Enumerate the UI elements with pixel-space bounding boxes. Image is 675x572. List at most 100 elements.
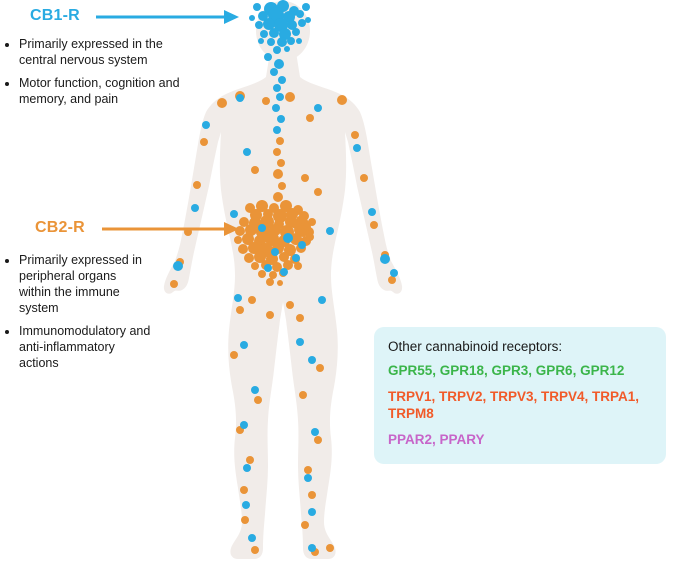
cb1-receptor-dot — [173, 261, 183, 271]
cb2-receptor-dot — [241, 516, 249, 524]
cb1-receptor-dot — [273, 126, 281, 134]
cb1-receptor-dot — [234, 294, 242, 302]
cb2-receptor-dot — [266, 311, 274, 319]
cb1-receptor-dot — [308, 544, 316, 552]
cb1-receptor-dot — [277, 37, 287, 47]
cb2-receptor-dot — [258, 270, 266, 278]
cb1-receptor-dot — [287, 37, 295, 45]
cb2-receptor-dot — [283, 260, 293, 270]
cb2-receptor-dot — [301, 174, 309, 182]
gpr-receptors-text: GPR55, GPR18, GPR3, GPR6, GPR12 — [388, 363, 625, 378]
cb1-receptor-dot — [240, 341, 248, 349]
cb2-receptor-dot — [251, 546, 259, 554]
cb2-receptor-dot — [254, 251, 266, 263]
cb2-receptor-dot — [265, 232, 279, 246]
cb2-receptor-dot — [285, 92, 295, 102]
cb1-receptor-dot — [311, 428, 319, 436]
cb2-receptor-dot — [273, 169, 283, 179]
cb2-receptor-dot — [286, 301, 294, 309]
cb1-receptor-dot — [298, 19, 306, 27]
cb1-receptor-dot — [269, 28, 279, 38]
cb1-receptor-dot — [277, 115, 285, 123]
cb1-receptor-dot — [270, 68, 278, 76]
cb1-receptor-dot — [263, 18, 275, 30]
cb2-receptor-dot — [251, 262, 259, 270]
cb1-receptor-dot — [258, 224, 266, 232]
cb2-receptor-dot — [200, 138, 208, 146]
cb2-arrowhead — [224, 222, 239, 236]
cb2-receptor-dot — [351, 131, 359, 139]
cb1-receptor-dot — [287, 20, 297, 30]
cb1-receptor-dot — [296, 338, 304, 346]
cb1-receptor-dot — [292, 28, 300, 36]
cb1-receptor-dot — [283, 233, 293, 243]
cb2-receptor-dot — [236, 306, 244, 314]
cb2-receptor-dot — [296, 314, 304, 322]
cb1-receptor-dot — [278, 76, 286, 84]
cb2-receptor-dot — [370, 221, 378, 229]
cb1-receptor-dot — [308, 508, 316, 516]
cb1-receptor-dot — [230, 210, 238, 218]
cb2-receptor-dot — [360, 174, 368, 182]
cb2-receptor-dot — [316, 364, 324, 372]
cb2-receptor-dot — [273, 192, 283, 202]
cb2-receptor-dot — [262, 97, 270, 105]
cb2-receptor-dot — [276, 137, 284, 145]
cb1-receptor-dot — [258, 11, 268, 21]
cb1-receptor-dot — [249, 15, 255, 21]
cb1-receptor-dot — [248, 534, 256, 542]
cb2-receptor-dot — [301, 521, 309, 529]
cb2-bullet-list: Primarily expressed in peripheral organs… — [4, 252, 151, 378]
cb2-receptor-dot — [251, 166, 259, 174]
cb2-receptor-dot — [314, 188, 322, 196]
cb2-receptor-dot — [256, 200, 268, 212]
cb2-bullet-2: Immunomodulatory and anti-inflammatory a… — [19, 323, 151, 371]
cb2-receptor-dot — [308, 491, 316, 499]
cb1-receptor-dot — [298, 241, 306, 249]
cb2-arrow — [102, 222, 239, 236]
cb2-receptor-dot — [279, 252, 289, 262]
cb2-receptor-dot — [246, 456, 254, 464]
cb2-receptor-dot — [234, 236, 242, 244]
cb1-receptor-dot — [260, 30, 268, 38]
cb1-receptor-dot — [296, 38, 302, 44]
cb2-receptor-dot — [278, 182, 286, 190]
cb2-receptor-dot — [273, 148, 281, 156]
cb1-receptor-dot — [368, 208, 376, 216]
cb2-receptor-dot — [303, 223, 311, 231]
cb1-receptor-dot — [304, 474, 312, 482]
cb2-receptor-dot — [277, 280, 283, 286]
cb1-receptor-dot — [258, 38, 264, 44]
cb1-receptor-dot — [284, 46, 290, 52]
cb2-receptor-dot — [170, 280, 178, 288]
ppar-receptors-text: PPAR2, PPARY — [388, 431, 485, 447]
cb2-receptor-dot — [306, 114, 314, 122]
cb1-receptor-dot — [326, 227, 334, 235]
cb2-receptor-dot — [230, 351, 238, 359]
cb2-receptor-dot — [239, 217, 249, 227]
cb2-receptor-dot — [306, 233, 314, 241]
cb1-receptor-dot — [292, 254, 300, 262]
receptor-dots-layer — [170, 0, 398, 556]
cb1-receptor-dot — [308, 356, 316, 364]
cb2-receptor-dot — [299, 229, 307, 237]
cb2-receptor-dot — [242, 233, 254, 245]
cb1-arrowhead — [224, 10, 239, 24]
cb1-receptor-dot — [273, 46, 281, 54]
cb1-receptor-dot — [353, 144, 361, 152]
cb2-receptor-dot — [304, 466, 312, 474]
cb2-receptor-dot — [292, 221, 300, 229]
cb2-receptor-dot — [277, 159, 285, 167]
cb1-receptor-dot — [276, 93, 284, 101]
cb2-receptor-dot — [238, 244, 248, 254]
cb2-receptor-dot — [388, 276, 396, 284]
cb1-bullet-1: Primarily expressed in the central nervo… — [19, 36, 201, 68]
cb1-receptor-dot — [273, 84, 281, 92]
cb1-receptor-dot — [271, 248, 279, 256]
cb2-receptor-dot — [248, 242, 260, 254]
cb1-receptor-dot — [251, 386, 259, 394]
cb1-receptor-dot — [243, 464, 251, 472]
cb2-receptor-dot — [217, 98, 227, 108]
